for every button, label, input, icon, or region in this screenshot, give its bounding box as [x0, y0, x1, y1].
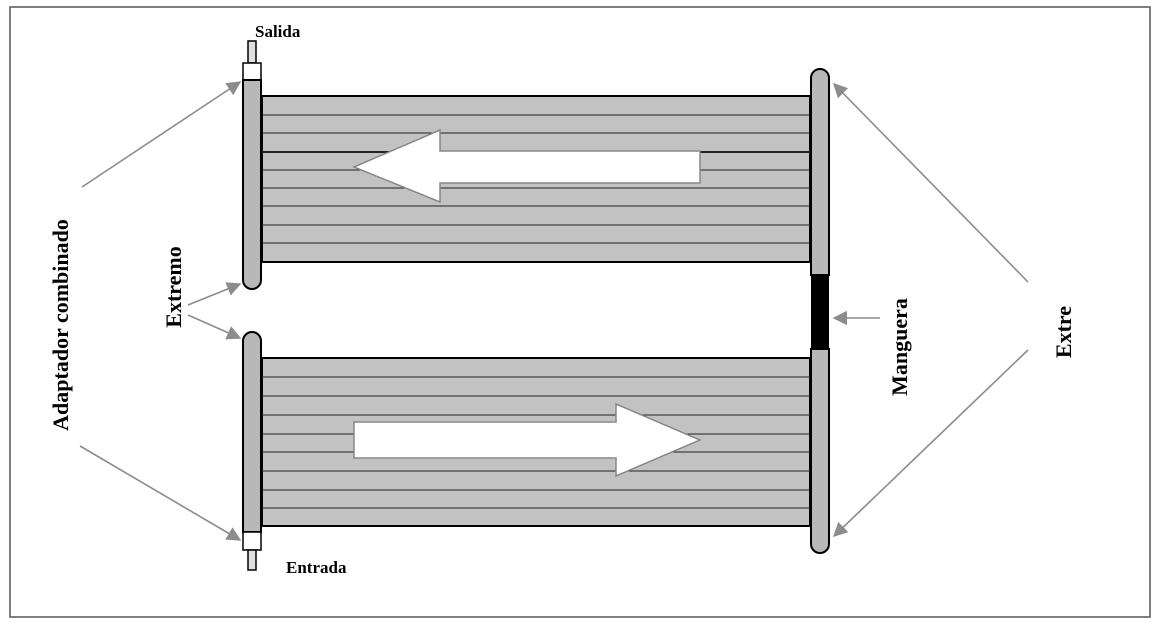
pointer-right-top [832, 82, 1029, 283]
pointer-end-bottom [187, 314, 242, 340]
left-bottom-header [242, 331, 262, 571]
pointer-adapter-bottom [79, 445, 242, 541]
pointer-adapter-top [81, 81, 242, 188]
flow-arrow-left [352, 128, 701, 204]
inlet-label: Entrada [286, 558, 347, 577]
combo-adapter-label: Adaptador combinado [48, 219, 73, 431]
pointer-end-top [187, 282, 242, 306]
bottom-panel [261, 357, 811, 527]
left-top-header [242, 40, 262, 290]
pointer-right-bottom [832, 349, 1029, 537]
top-panel [261, 95, 811, 263]
flow-arrow-right [353, 402, 702, 478]
pointer-lines [79, 81, 1029, 541]
end-right-label: Extre [1051, 306, 1076, 358]
hose-label: Manguera [887, 298, 912, 396]
outlet-label: Salida [255, 22, 301, 41]
right-header [810, 68, 830, 554]
end-cap-label: Extremo [161, 246, 186, 327]
hose [811, 275, 829, 349]
